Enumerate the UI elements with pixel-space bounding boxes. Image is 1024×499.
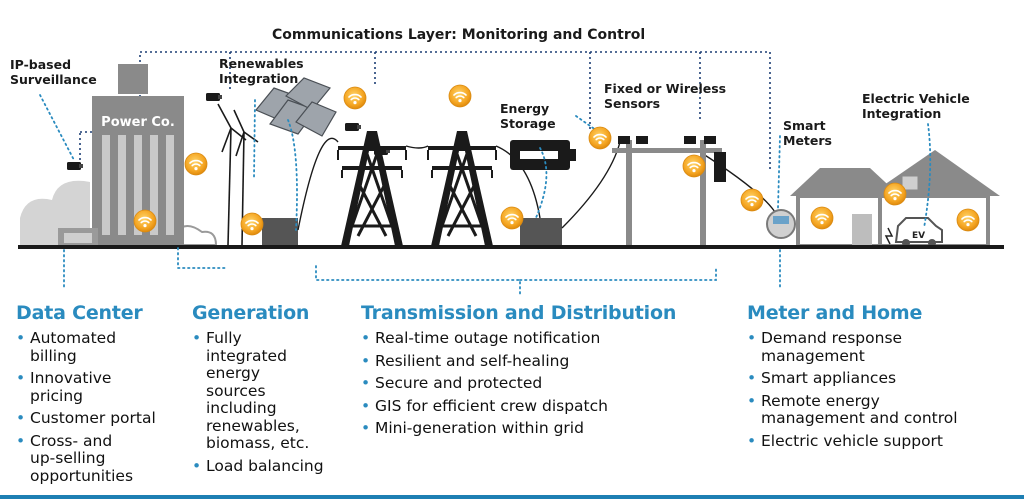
surveillance-camera-icon xyxy=(206,93,222,101)
transmission-tower-icon xyxy=(426,129,498,248)
section-data-center: Data Center Automated billing Innovative… xyxy=(16,302,186,490)
wireless-signal-icon xyxy=(810,206,834,230)
comm-layer-link xyxy=(79,51,771,172)
wireless-signal-icon xyxy=(740,188,764,212)
wireless-signal-icon xyxy=(588,126,612,150)
wireless-signal-icon xyxy=(448,84,472,108)
distribution-pole-icon xyxy=(612,140,726,246)
list-item: Customer portal xyxy=(16,409,186,428)
smart-grid-diagram: Power Co. xyxy=(18,51,1004,295)
list-item: Innovative pricing xyxy=(16,369,186,405)
surveillance-label: IP-based Surveillance xyxy=(10,57,97,87)
wireless-signal-icon xyxy=(133,209,157,233)
list-item: Real-time outage notification xyxy=(361,329,741,348)
bullet-list: Automated billing Innovative pricing Cus… xyxy=(16,329,186,486)
sensors-label: Fixed or Wireless Sensors xyxy=(604,81,727,111)
list-item: Remote energy management and control xyxy=(747,392,1017,428)
smart-meters-label: Smart Meters xyxy=(783,118,832,148)
wireless-signal-icon xyxy=(184,152,208,176)
solar-panel-icon xyxy=(255,77,337,137)
wireless-signal-icon xyxy=(343,86,367,110)
wireless-signal-icon xyxy=(956,208,980,232)
substation-box xyxy=(520,218,562,246)
section-title: Meter and Home xyxy=(747,302,923,324)
bullet-list: Demand response management Smart applian… xyxy=(747,329,1017,451)
insulator-icon xyxy=(618,136,716,144)
wireless-signal-icon xyxy=(682,154,706,178)
ev-badge: EV xyxy=(912,231,925,241)
list-item: Mini-generation within grid xyxy=(361,419,741,438)
section-transmission-distribution: Transmission and Distribution Real-time … xyxy=(361,302,741,443)
smart-meter-icon xyxy=(766,209,796,239)
section-title: Transmission and Distribution xyxy=(361,302,677,324)
list-item: Demand response management xyxy=(747,329,1017,365)
bullet-list: Fully integrated energy sources includin… xyxy=(192,329,352,476)
list-item: GIS for efficient crew dispatch xyxy=(361,397,741,416)
energy-storage-label: Energy Storage xyxy=(500,101,556,131)
list-item: Electric vehicle support xyxy=(747,432,1017,451)
power-co-label: Power Co. xyxy=(101,115,175,130)
substation-box xyxy=(262,218,298,246)
section-title: Generation xyxy=(192,302,310,324)
energy-storage-battery-icon xyxy=(510,140,576,170)
section-generation: Generation Fully integrated energy sourc… xyxy=(192,302,352,480)
ev-integration-label: Electric Vehicle Integration xyxy=(862,91,970,121)
section-title: Data Center xyxy=(16,302,143,324)
charging-plug-icon xyxy=(884,227,894,245)
wireless-signal-icon xyxy=(500,206,524,230)
bottom-rule xyxy=(0,495,1024,499)
list-item: Secure and protected xyxy=(361,374,741,393)
wireless-signal-icon xyxy=(883,182,907,206)
power-line xyxy=(297,137,776,231)
ground-line xyxy=(18,245,1004,249)
list-item: Resilient and self-healing xyxy=(361,352,741,371)
wireless-signal-icon xyxy=(240,212,264,236)
transmission-tower-icon xyxy=(336,129,408,248)
transmission-bracket xyxy=(315,249,781,295)
comm-layer-title: Communications Layer: Monitoring and Con… xyxy=(272,27,646,43)
bullet-list: Real-time outage notification Resilient … xyxy=(361,329,741,438)
surveillance-camera-icon xyxy=(67,162,83,170)
list-item: Load balancing xyxy=(192,457,352,476)
section-meter-home: Meter and Home Demand response managemen… xyxy=(747,302,1017,455)
renewables-label: Renewables Integration xyxy=(219,56,304,86)
label-leader xyxy=(39,94,932,291)
list-item: Cross- and up-selling opportunities xyxy=(16,432,186,486)
surveillance-camera-icon xyxy=(345,123,361,131)
list-item: Automated billing xyxy=(16,329,186,365)
list-item: Smart appliances xyxy=(747,369,1017,388)
list-item: Fully integrated energy sources includin… xyxy=(192,329,352,453)
